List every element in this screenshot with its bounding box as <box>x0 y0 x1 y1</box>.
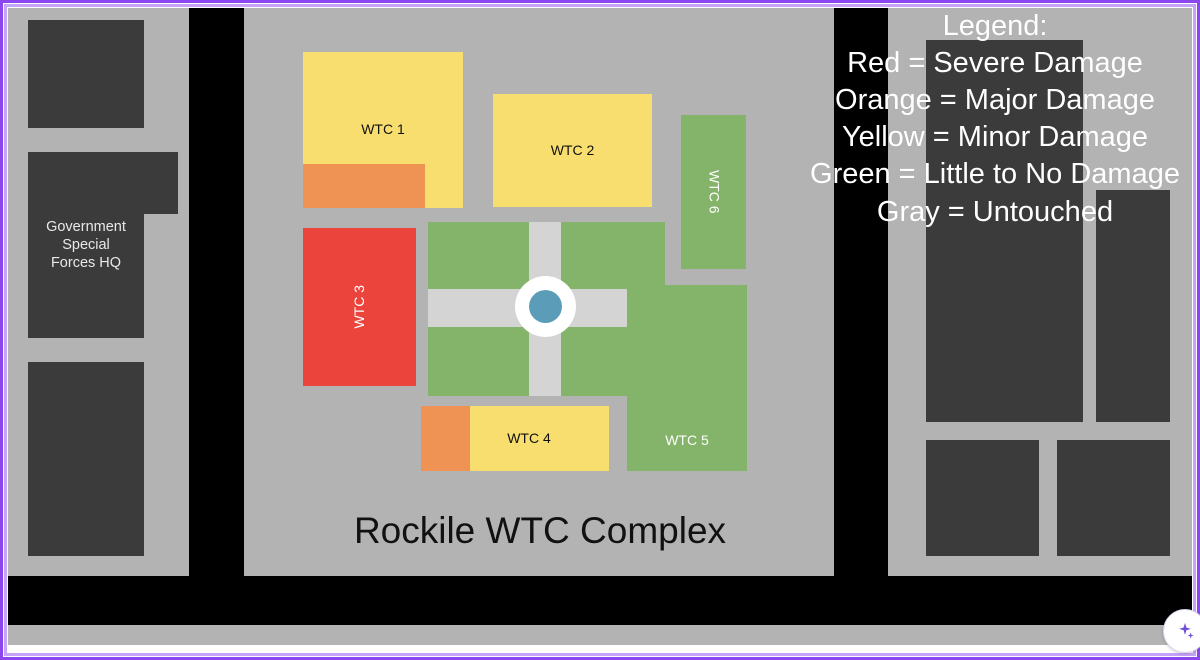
plaza-fountain <box>515 276 576 337</box>
legend: Legend: Red = Severe Damage Orange = Maj… <box>790 8 1200 231</box>
wtc4-damage-orange <box>421 406 470 471</box>
sparkles-icon <box>1179 622 1194 639</box>
wtc2-building: WTC 2 <box>493 94 652 207</box>
plaza-quadrant-sw <box>428 327 529 396</box>
west-building-south <box>28 362 144 556</box>
legend-entry-red: Red = Severe Damage <box>847 47 1143 80</box>
legend-title: Legend: <box>942 10 1048 42</box>
ai-assistant-button[interactable] <box>1163 609 1200 653</box>
wtc5-label: WTC 5 <box>665 431 709 448</box>
plaza-quadrant-ne <box>561 222 665 289</box>
west-building-north <box>28 20 144 128</box>
east-building-nw <box>926 40 1083 422</box>
hq-label: Government Special Forces HQ <box>46 218 126 272</box>
wtc3-label: WTC 3 <box>350 285 367 329</box>
east-building-ne <box>1096 190 1170 422</box>
road-vertical-east <box>834 8 888 576</box>
east-building-se <box>1057 440 1170 556</box>
wtc3-building: WTC 3 <box>303 228 416 386</box>
legend-entry-yellow: Yellow = Minor Damage <box>841 121 1148 154</box>
wtc2-label: WTC 2 <box>550 141 595 158</box>
plaza-quadrant-nw <box>428 222 529 289</box>
wtc4-label: WTC 4 <box>507 429 551 446</box>
fountain-water-icon <box>529 290 562 323</box>
wtc1-damage-orange <box>303 164 425 208</box>
wtc6-building: WTC 6 <box>681 115 746 269</box>
bottom-strip <box>8 645 1192 652</box>
legend-entry-orange: Orange = Major Damage <box>835 84 1155 117</box>
wtc1-label: WTC 1 <box>361 121 405 138</box>
map-title: Rockile WTC Complex <box>353 510 727 551</box>
wtc5-building: WTC 5 <box>627 285 747 471</box>
hq-building-wing <box>140 152 178 214</box>
legend-entry-gray: Gray = Untouched <box>876 195 1114 228</box>
east-building-sw <box>926 440 1039 556</box>
road-horizontal-south <box>8 576 1192 625</box>
legend-entry-green: Green = Little to No Damage <box>810 158 1180 191</box>
hq-building-body: Government Special Forces HQ <box>28 152 144 338</box>
wtc6-label: WTC 6 <box>706 170 723 214</box>
road-vertical-west <box>189 8 244 576</box>
